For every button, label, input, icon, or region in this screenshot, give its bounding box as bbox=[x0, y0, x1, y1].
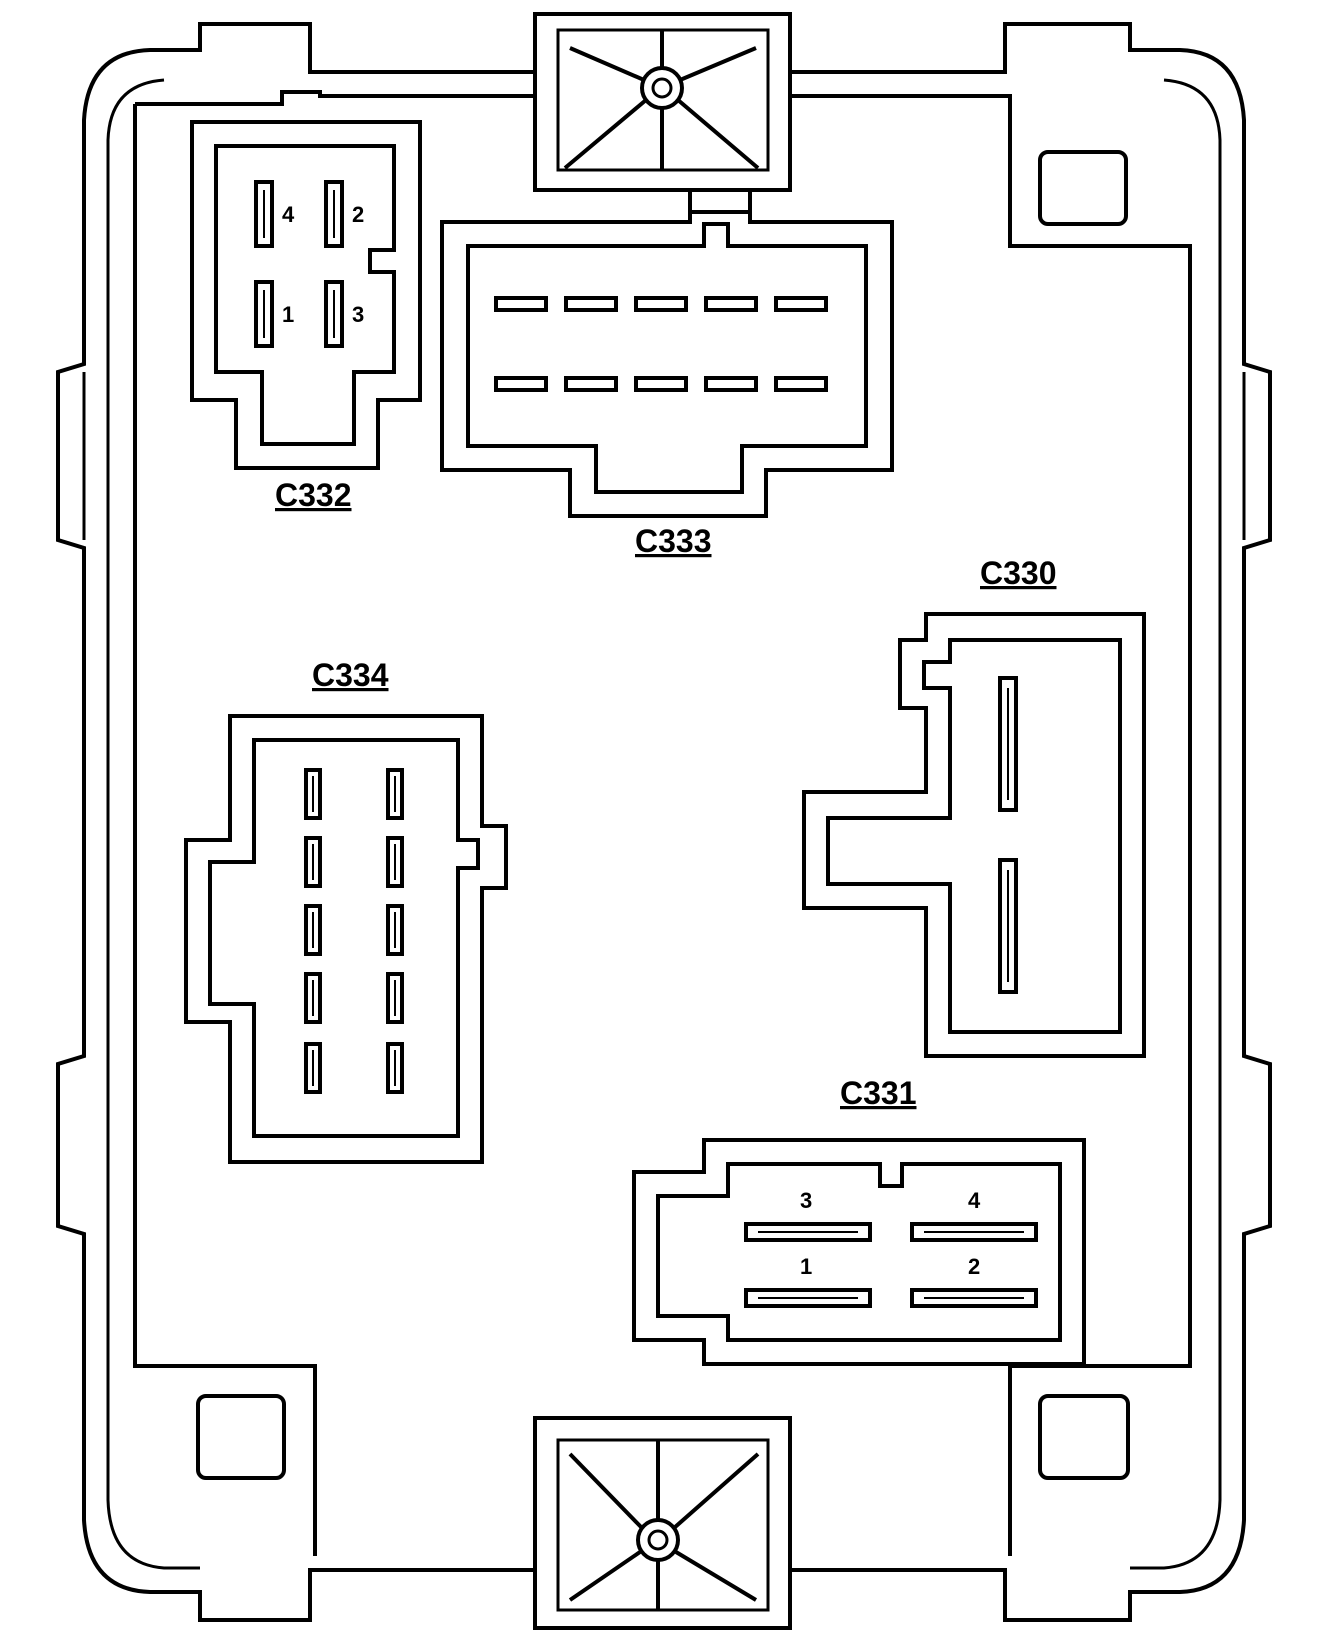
c331-pin-label: 2 bbox=[968, 1254, 980, 1279]
c332-label: C332 bbox=[275, 477, 352, 513]
bottom-latch bbox=[533, 1416, 792, 1630]
connector-c330 bbox=[802, 612, 1146, 1058]
mount-pad-top-right bbox=[1038, 150, 1128, 226]
top-latch bbox=[533, 12, 792, 214]
connector-c334 bbox=[184, 714, 508, 1164]
connector-c331: 3 4 1 2 bbox=[632, 1138, 1086, 1366]
mount-pad-bottom-right bbox=[1038, 1394, 1130, 1480]
c331-pin-label: 4 bbox=[968, 1188, 981, 1213]
c331-pin-label: 3 bbox=[800, 1188, 812, 1213]
connector-c333 bbox=[440, 210, 894, 518]
c333-terminals bbox=[494, 296, 828, 392]
c332-pin-label: 2 bbox=[352, 202, 364, 227]
c332-pin-label: 3 bbox=[352, 302, 364, 327]
mount-pads bbox=[196, 150, 1130, 1480]
c334-label: C334 bbox=[312, 657, 389, 693]
housing-outline bbox=[56, 12, 1272, 1630]
c331-label: C331 bbox=[840, 1075, 917, 1111]
c332-pin-label: 4 bbox=[282, 202, 295, 227]
mount-pad-bottom-left bbox=[196, 1394, 286, 1480]
c331-pin-label: 1 bbox=[800, 1254, 812, 1279]
c334-terminals bbox=[304, 768, 404, 1094]
connector-c332: 4 2 1 3 bbox=[190, 120, 422, 470]
c333-label: C333 bbox=[635, 523, 712, 559]
c330-label: C330 bbox=[980, 555, 1057, 591]
c332-pin-label: 1 bbox=[282, 302, 294, 327]
